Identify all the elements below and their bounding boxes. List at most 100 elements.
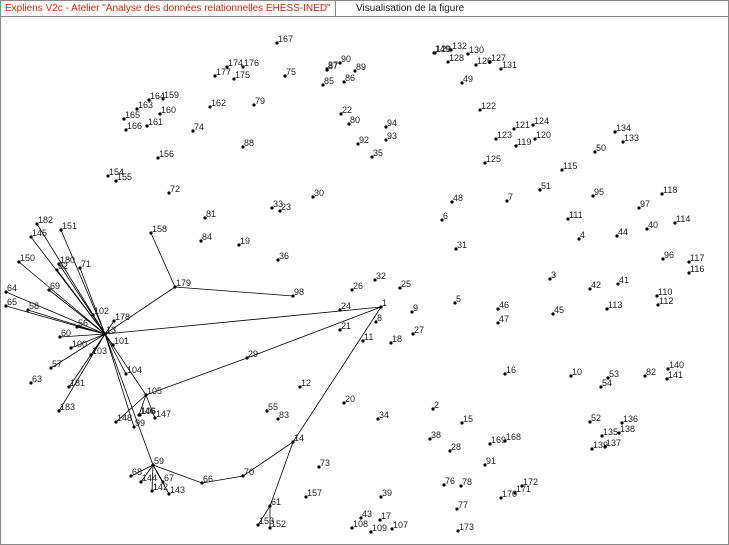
node-80[interactable] [347, 122, 351, 126]
node-20[interactable] [342, 401, 346, 405]
node-107[interactable] [390, 527, 394, 531]
node-24[interactable] [338, 308, 342, 312]
node-70[interactable] [241, 474, 245, 478]
node-84[interactable] [199, 239, 203, 243]
node-43[interactable] [359, 516, 363, 520]
node-112[interactable] [656, 303, 660, 307]
node-118[interactable] [660, 192, 664, 196]
node-94[interactable] [384, 125, 388, 129]
node-154[interactable] [106, 174, 110, 178]
node-168[interactable] [503, 439, 507, 443]
node-159[interactable] [161, 97, 165, 101]
node-130[interactable] [466, 52, 470, 56]
node-172[interactable] [520, 484, 524, 488]
node-2[interactable] [431, 407, 435, 411]
node-97[interactable] [637, 206, 641, 210]
node-47[interactable] [496, 321, 500, 325]
node-4[interactable] [577, 237, 581, 241]
node-62[interactable] [55, 268, 59, 272]
node-86[interactable] [342, 80, 346, 84]
node-123[interactable] [494, 137, 498, 141]
node-75[interactable] [283, 74, 287, 78]
node-3[interactable] [548, 277, 552, 281]
node-63[interactable] [29, 381, 33, 385]
node-161[interactable] [145, 124, 149, 128]
node-104[interactable] [124, 372, 128, 376]
node-44[interactable] [615, 234, 619, 238]
node-13[interactable] [103, 332, 107, 336]
node-25[interactable] [398, 286, 402, 290]
node-152[interactable] [268, 526, 272, 530]
node-115[interactable] [560, 168, 564, 172]
node-45[interactable] [551, 312, 555, 316]
node-18[interactable] [389, 341, 393, 345]
node-125[interactable] [483, 161, 487, 165]
node-82[interactable] [643, 374, 647, 378]
node-175[interactable] [232, 77, 236, 81]
node-141[interactable] [665, 377, 669, 381]
node-177[interactable] [213, 74, 217, 78]
node-176[interactable] [241, 65, 245, 69]
node-120[interactable] [533, 137, 537, 141]
node-113[interactable] [605, 307, 609, 311]
node-42[interactable] [588, 287, 592, 291]
node-169[interactable] [488, 442, 492, 446]
network-graph[interactable]: 1234567891011121314151617181920212223242… [1, 17, 728, 544]
node-87[interactable] [325, 68, 329, 72]
node-74[interactable] [191, 129, 195, 133]
node-182[interactable] [35, 222, 39, 226]
node-58[interactable] [26, 308, 30, 312]
node-100[interactable] [69, 346, 73, 350]
node-16[interactable] [503, 372, 507, 376]
node-83[interactable] [276, 417, 280, 421]
node-60[interactable] [58, 335, 62, 339]
node-144[interactable] [139, 480, 143, 484]
node-69[interactable] [47, 288, 51, 292]
node-149[interactable] [432, 51, 436, 55]
node-179[interactable] [173, 285, 177, 289]
node-158[interactable] [149, 231, 153, 235]
node-50[interactable] [593, 150, 597, 154]
node-90[interactable] [338, 61, 342, 65]
node-140[interactable] [666, 367, 670, 371]
node-49[interactable] [460, 81, 464, 85]
node-110[interactable] [655, 294, 659, 298]
node-81[interactable] [203, 216, 207, 220]
node-15[interactable] [460, 421, 464, 425]
node-52[interactable] [588, 420, 592, 424]
node-145[interactable] [29, 235, 33, 239]
node-109[interactable] [369, 530, 373, 534]
node-32[interactable] [373, 278, 377, 282]
node-138[interactable] [617, 431, 621, 435]
node-183[interactable] [57, 409, 61, 413]
node-99[interactable] [132, 425, 136, 429]
node-173[interactable] [456, 529, 460, 533]
node-170[interactable] [499, 496, 503, 500]
node-77[interactable] [455, 507, 459, 511]
node-73[interactable] [317, 465, 321, 469]
node-61[interactable] [268, 504, 272, 508]
node-56[interactable] [75, 325, 79, 329]
node-53[interactable] [606, 376, 610, 380]
node-14[interactable] [291, 440, 295, 444]
node-85[interactable] [321, 83, 325, 87]
node-23[interactable] [278, 209, 282, 213]
node-65[interactable] [4, 304, 8, 308]
node-19[interactable] [237, 243, 241, 247]
node-31[interactable] [454, 247, 458, 251]
node-139[interactable] [590, 447, 594, 451]
node-72[interactable] [167, 191, 171, 195]
node-34[interactable] [376, 417, 380, 421]
node-26[interactable] [350, 288, 354, 292]
node-36[interactable] [276, 258, 280, 262]
node-181[interactable] [67, 385, 71, 389]
node-46[interactable] [496, 307, 500, 311]
node-12[interactable] [298, 385, 302, 389]
node-164[interactable] [147, 98, 151, 102]
node-122[interactable] [478, 108, 482, 112]
node-91[interactable] [483, 463, 487, 467]
node-165[interactable] [122, 117, 126, 121]
node-88[interactable] [241, 145, 245, 149]
node-134[interactable] [613, 130, 617, 134]
node-89[interactable] [353, 69, 357, 73]
